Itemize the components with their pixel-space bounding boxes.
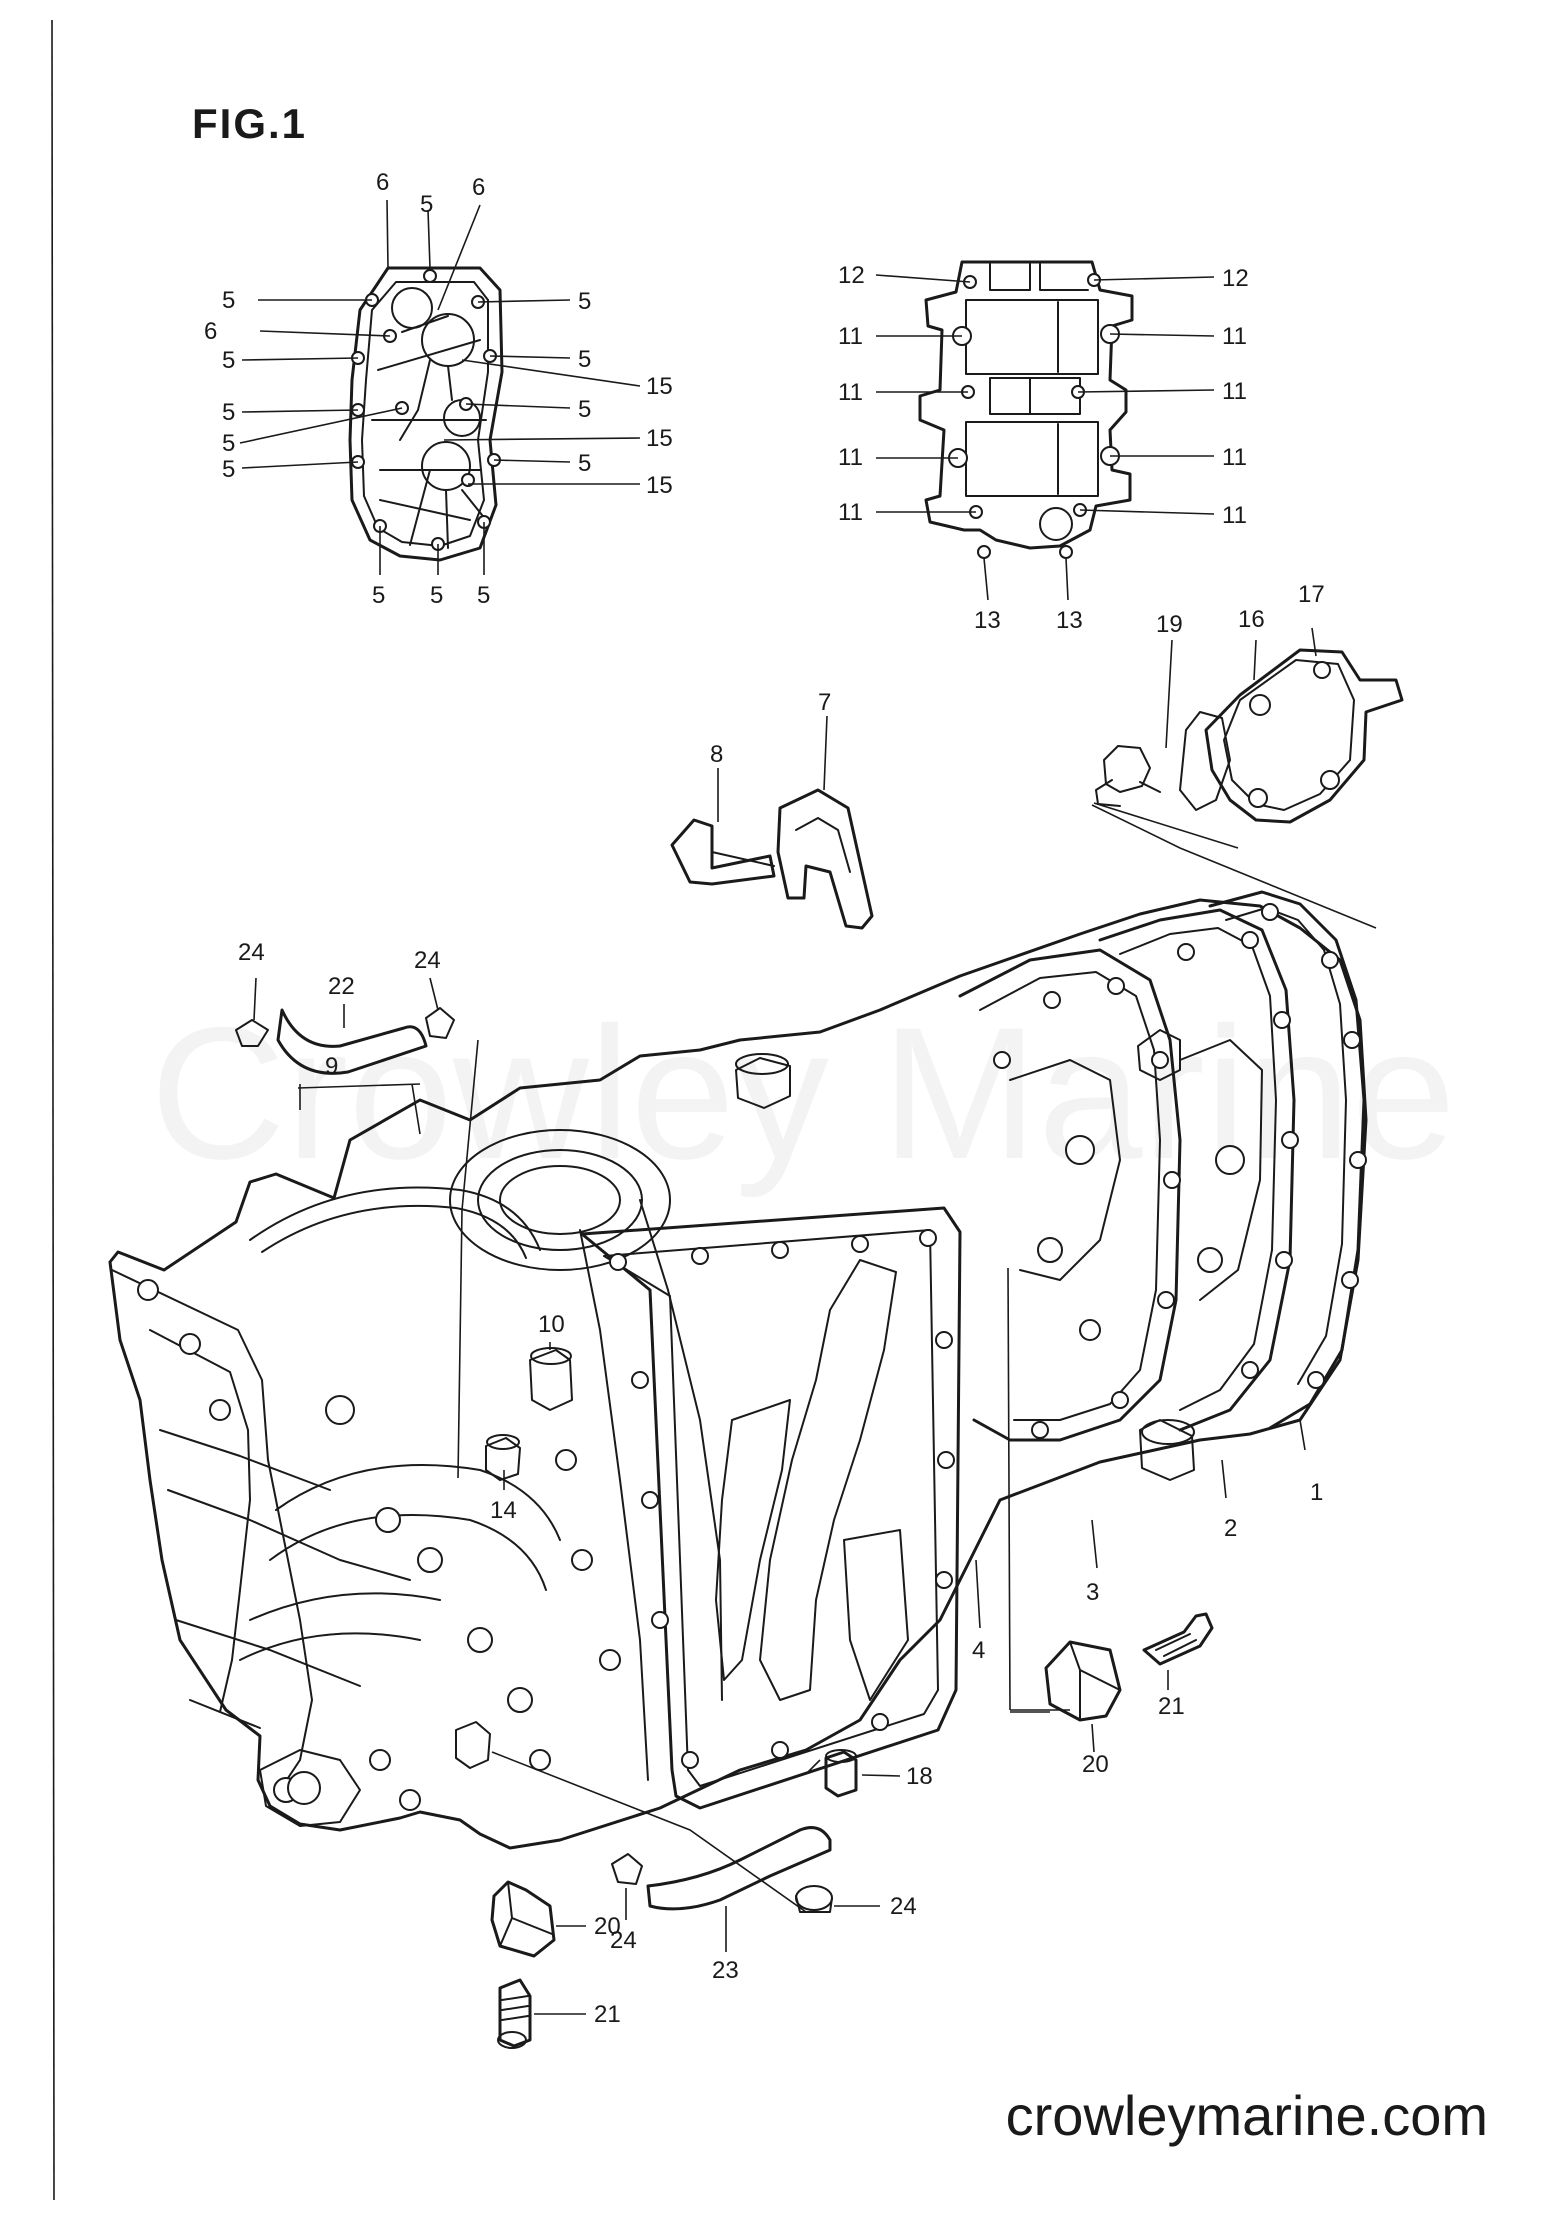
callout-5-right-3: 5 [578, 396, 591, 423]
thermostat-cover-drawing [1091, 627, 1404, 929]
callout-7: 7 [818, 689, 831, 716]
sleeve-18-drawing [824, 1749, 901, 1798]
callout-20-right: 20 [1082, 1751, 1109, 1778]
callout-15-right-2: 15 [646, 425, 673, 452]
callout-17: 17 [1298, 581, 1325, 608]
callout-21-right: 21 [1158, 1693, 1185, 1720]
hose-23-drawing [491, 1751, 880, 1952]
callout-20-left: 20 [594, 1913, 621, 1940]
callout-11-right-1: 11 [1222, 323, 1247, 350]
bracket-bolt-drawing [670, 715, 874, 930]
callout-1: 1 [1310, 1479, 1323, 1506]
callout-5-bottom-1: 5 [372, 582, 385, 609]
callout-15-right-1: 15 [646, 373, 673, 400]
callout-13-left: 13 [974, 607, 1001, 634]
callout-11-left-2: 11 [838, 379, 863, 406]
callout-15-right-3: 15 [646, 472, 673, 499]
callout-24-bottom-right: 24 [890, 1893, 917, 1920]
callout-11-left-4: 11 [838, 499, 863, 526]
callout-11-right-2: 11 [1222, 378, 1247, 405]
left-border-line [51, 19, 55, 2201]
callout-23: 23 [712, 1957, 739, 1984]
callout-24-top-mid: 24 [414, 947, 441, 974]
callout-6-top-right: 6 [472, 174, 485, 201]
callout-3: 3 [1086, 1579, 1099, 1606]
engine-block-drawing [108, 890, 1368, 1850]
main-leaders [297, 1083, 1306, 1773]
callout-5-top: 5 [420, 191, 433, 218]
callout-5-left-2: 5 [222, 347, 235, 374]
fitting-20-left-drawing [490, 1880, 586, 2049]
callout-19: 19 [1156, 611, 1183, 638]
callout-10: 10 [538, 1311, 565, 1338]
callout-13-right: 13 [1056, 607, 1083, 634]
callout-14: 14 [490, 1497, 517, 1524]
callout-5-bottom-2: 5 [430, 582, 443, 609]
callout-16: 16 [1238, 606, 1265, 633]
callout-24-bottom-left: 24 [610, 1927, 637, 1954]
callout-21-left: 21 [594, 2001, 621, 2028]
callout-5-left-4: 5 [222, 430, 235, 457]
callout-8: 8 [710, 741, 723, 768]
callout-24-top-left: 24 [238, 939, 265, 966]
callout-5-right-4: 5 [578, 450, 591, 477]
website-url: crowleymarine.com [1005, 2084, 1488, 2147]
callout-11-right-3: 11 [1222, 444, 1247, 471]
figure-title: FIG.1 [192, 100, 308, 147]
fitting-20-right-drawing [1044, 1612, 1214, 1753]
callout-12-right: 12 [1222, 265, 1249, 292]
callout-9: 9 [325, 1053, 338, 1080]
callout-22: 22 [328, 973, 355, 1000]
callout-5-bottom-3: 5 [477, 582, 490, 609]
callout-2: 2 [1224, 1515, 1237, 1542]
gasket-b-drawing [918, 260, 1134, 559]
gasket-a-leaders [239, 199, 641, 575]
hose-22-drawing [235, 977, 479, 1479]
callout-6-top-left: 6 [376, 169, 389, 196]
callout-5-right-2: 5 [578, 346, 591, 373]
callout-18: 18 [906, 1763, 933, 1790]
callout-5-right-1: 5 [578, 288, 591, 315]
callout-6-left: 6 [204, 318, 217, 345]
callout-5-left-3: 5 [222, 399, 235, 426]
callout-11-left-1: 11 [838, 323, 863, 350]
callout-12-left: 12 [838, 262, 865, 289]
callout-11-right-4: 11 [1222, 502, 1247, 529]
callout-5-left-1: 5 [222, 287, 235, 314]
callout-5-left-5: 5 [222, 456, 235, 483]
gasket-a-drawing [348, 266, 504, 562]
gasket-b-leaders [875, 274, 1215, 601]
callout-4: 4 [972, 1637, 985, 1664]
callout-11-left-3: 11 [838, 444, 863, 471]
